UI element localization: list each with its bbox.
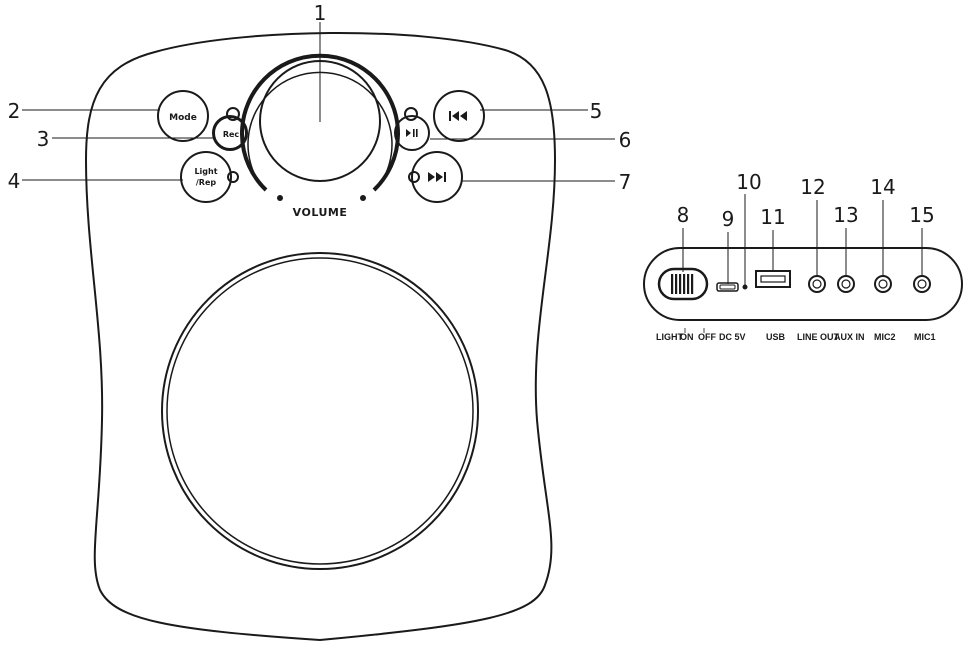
label-light: LIGHT: [656, 332, 683, 342]
callout-15: 15: [909, 203, 934, 227]
label-dc-5v: DC 5V: [719, 332, 746, 342]
rec-button[interactable]: Rec: [212, 107, 248, 151]
volume-label: VOLUME: [293, 206, 348, 219]
label-mic1: MIC1: [914, 332, 936, 342]
callout-11: 11: [760, 205, 785, 229]
callout-5: 5: [590, 99, 603, 123]
svg-text:Rec: Rec: [223, 130, 240, 139]
mode-button[interactable]: Mode: [157, 90, 209, 142]
svg-text:Mode: Mode: [169, 113, 197, 123]
callout-14: 14: [870, 175, 895, 199]
mic1-jack[interactable]: [913, 275, 931, 293]
svg-text:Light: Light: [194, 167, 217, 176]
label-mic2: MIC2: [874, 332, 896, 342]
speaker-body-outline: [84, 31, 557, 642]
callout-1: 1: [314, 1, 327, 25]
label-aux-in: AUX IN: [834, 332, 865, 342]
label-usb: USB: [766, 332, 786, 342]
previous-button[interactable]: [433, 90, 485, 142]
indicator-led: [742, 284, 748, 290]
next-track-icon: [428, 172, 446, 182]
side-panel-outline: [643, 247, 963, 321]
label-on: ON: [680, 332, 694, 342]
woofer-grille-inner: [166, 257, 474, 565]
usb-port[interactable]: [755, 270, 791, 288]
callout-2: 2: [8, 99, 21, 123]
light-switch[interactable]: [657, 267, 709, 301]
mic2-jack[interactable]: [874, 275, 892, 293]
callout-10: 10: [736, 170, 761, 194]
callout-8: 8: [677, 203, 690, 227]
woofer-grille-outer: [161, 252, 479, 570]
aux-in-jack[interactable]: [837, 275, 855, 293]
next-button[interactable]: [408, 151, 463, 203]
callout-13: 13: [833, 203, 858, 227]
label-off: OFF: [698, 332, 716, 342]
dc-5v-port[interactable]: [716, 282, 739, 292]
line-out-jack[interactable]: [808, 275, 826, 293]
play-pause-button[interactable]: [394, 107, 430, 151]
callout-7: 7: [619, 170, 632, 194]
label-line-out: LINE OUT: [797, 332, 840, 342]
callout-4: 4: [8, 169, 21, 193]
callout-3: 3: [37, 127, 50, 151]
svg-text:/Rep: /Rep: [196, 178, 217, 187]
callout-9: 9: [722, 207, 735, 231]
previous-track-icon: [449, 111, 467, 121]
callout-6: 6: [619, 128, 632, 152]
play-pause-icon: [406, 129, 418, 137]
callout-12: 12: [800, 175, 825, 199]
light-rep-button[interactable]: Light /Rep: [180, 151, 239, 203]
